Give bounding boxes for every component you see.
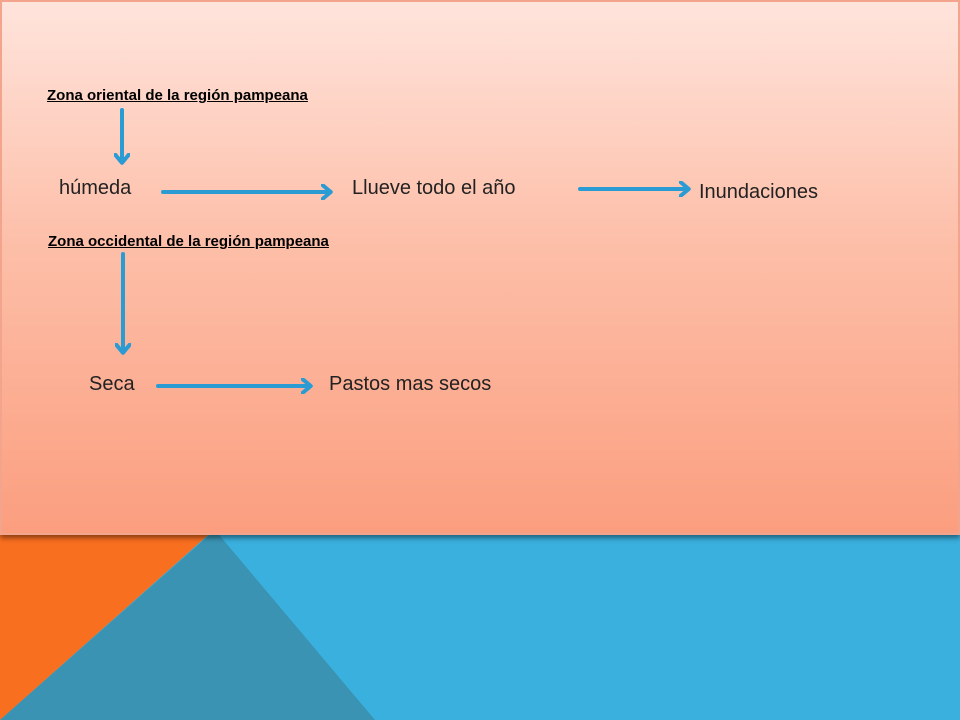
heading-oriental: Zona oriental de la región pampeana <box>47 87 308 104</box>
node-seca: Seca <box>89 373 135 395</box>
heading-occidental: Zona occidental de la región pampeana <box>48 233 329 250</box>
node-humeda: húmeda <box>59 177 132 199</box>
orange-triangle <box>0 520 225 720</box>
node-pastos-mas-secos: Pastos mas secos <box>329 373 492 395</box>
node-inundaciones: Inundaciones <box>699 181 818 203</box>
content-panel <box>0 0 960 535</box>
node-llueve-todo-el-ano: Llueve todo el año <box>352 177 516 199</box>
dark-blue-triangle <box>0 530 375 720</box>
